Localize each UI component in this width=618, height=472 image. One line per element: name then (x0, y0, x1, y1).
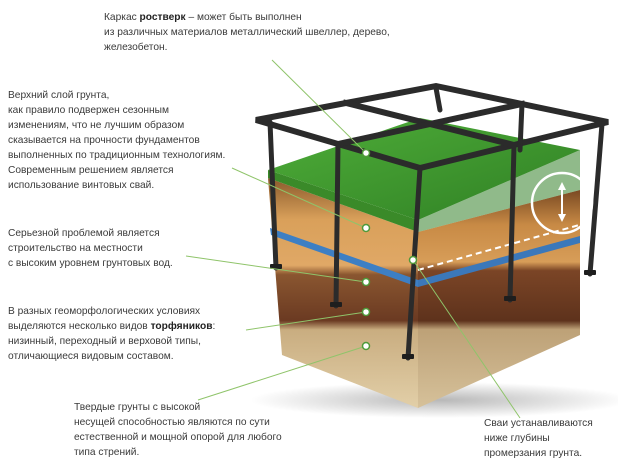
callout-piles-line: ниже глубины (484, 433, 550, 444)
callout-frame-keyword: ростверк (139, 12, 186, 23)
callout-frame: Каркас ростверк – может быть выполнен из… (104, 10, 390, 55)
callout-topsoil-line: как правило подвержен сезонным (8, 105, 169, 116)
callout-bedrock-line: естественной и мощной опорой для любого (74, 432, 282, 443)
callout-topsoil-line: Современным решением является (8, 165, 174, 176)
grass-edge-right (418, 150, 580, 232)
callout-frame-line2: из различных материалов металлический шв… (104, 27, 390, 38)
callout-peat-keyword: торфяников (150, 321, 213, 332)
grass-edge-left (268, 170, 418, 232)
pile-tips (270, 264, 596, 359)
callout-peat-line4: отличающиеся видовым составом. (8, 351, 174, 362)
callout-topsoil: Верхний слой грунта, как правило подверж… (8, 88, 225, 193)
soil-left-face (268, 178, 418, 408)
callout-groundwater: Серьезной проблемой является строительст… (8, 226, 173, 271)
callout-bedrock: Твердые грунты с высокой несущей способн… (74, 400, 282, 460)
callout-frame-text: – может быть выполнен (185, 12, 302, 23)
callout-peat-text: : (212, 321, 216, 332)
callout-topsoil-line: Верхний слой грунта, (8, 90, 110, 101)
groundwater-band-right (418, 236, 580, 287)
frost-depth-arrow (558, 182, 566, 222)
callout-bedrock-line: Твердые грунты с высокой (74, 402, 201, 413)
callout-topsoil-line: использование винтовых свай. (8, 180, 155, 191)
callout-frame-text: Каркас (104, 12, 140, 23)
callout-piles-line: Сваи устанавливаются (484, 418, 593, 429)
callout-peat: В разных геоморфологических условиях выд… (8, 304, 215, 364)
groundwater-band-left (270, 228, 418, 287)
callout-piles: Сваи устанавливаются ниже глубины промер… (484, 416, 593, 461)
callout-peat-line3: низинный, переходный и верховой типы, (8, 336, 201, 347)
callout-groundwater-line: с высоким уровнем грунтовых вод. (8, 258, 173, 269)
callout-topsoil-line: сказывается на прочности фундаментов (8, 135, 200, 146)
callout-frame-line1: Каркас ростверк – может быть выполнен (104, 10, 390, 25)
leader-dots (361, 148, 418, 351)
callout-peat-line2: выделяются несколько видов торфяников: (8, 319, 215, 334)
leader-lines (185, 59, 521, 419)
callout-frame-line3: железобетон. (104, 42, 168, 53)
callout-bedrock-line: типа стрений. (74, 447, 140, 458)
callout-groundwater-line: строительство на местности (8, 243, 143, 254)
frost-zoom-circle (530, 171, 594, 235)
callout-peat-line1: В разных геоморфологических условиях (8, 306, 201, 317)
callout-bedrock-line: несущей способностью являются по сути (74, 417, 270, 428)
soil-right-face (418, 190, 580, 408)
callout-topsoil-line: изменениям, что не лучшим образом (8, 120, 185, 131)
callout-topsoil-line: выполненных по традиционным технологиям. (8, 150, 226, 161)
callout-groundwater-line: Серьезной проблемой является (8, 228, 160, 239)
callout-piles-line: промерзания грунта. (484, 448, 583, 459)
callout-peat-text: выделяются несколько видов (8, 321, 151, 332)
